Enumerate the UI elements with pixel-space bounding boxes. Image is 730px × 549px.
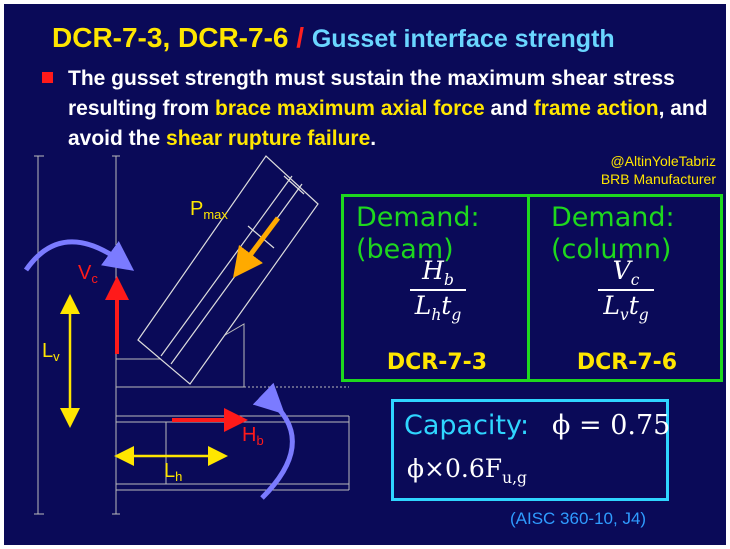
demand-beam-denominator: Lhtg — [410, 291, 466, 324]
demand-column-label-2: (column) — [551, 234, 672, 265]
demand-column-denominator: Lvtg — [598, 291, 654, 324]
lh-letter: L — [164, 460, 176, 482]
title-separator: / — [296, 22, 305, 53]
demand-column-numerator: Vc — [598, 256, 654, 289]
denominator-letter-1: L — [603, 291, 620, 320]
pmax-subscript: max — [203, 207, 228, 223]
demand-beam-label: Demand: (beam) — [356, 202, 480, 266]
slide-title: DCR-7-3, DCR-7-6 / Gusset interface stre… — [52, 22, 615, 54]
bullet-text-part: . — [370, 127, 377, 150]
denominator-letter-2: t — [628, 291, 639, 320]
capacity-phi: ϕ = 0.75 — [552, 410, 671, 441]
demand-column-label: Demand: (column) — [551, 202, 675, 266]
capacity-formula: ϕ×0.6Fu,g — [407, 454, 527, 487]
capacity-box — [391, 399, 669, 501]
numerator-letter: V — [612, 256, 631, 285]
code-reference: (AISC 360-10, J4) — [510, 509, 647, 528]
demand-box — [341, 194, 723, 382]
fraction-bar — [410, 289, 466, 291]
vc-subscript: c — [91, 271, 98, 287]
demand-beam-label-2: (beam) — [356, 234, 454, 265]
title-codes: DCR-7-3, DCR-7-6 — [52, 22, 289, 53]
bullet-marker — [42, 72, 53, 83]
lv-letter: L — [42, 340, 54, 362]
denominator-subscript-1: v — [619, 306, 629, 324]
beam-outline — [116, 386, 350, 491]
pmax-label: Pmax — [190, 198, 228, 222]
bullet-highlight: shear rupture failure — [166, 127, 371, 150]
hb-letter: H — [242, 424, 257, 446]
capacity-label: Capacity: — [404, 410, 530, 441]
numerator-letter: H — [422, 256, 444, 285]
title-subtitle: Gusset interface strength — [311, 25, 615, 53]
column-moment-arc — [23, 239, 135, 272]
column-outline — [34, 155, 120, 515]
dcr-7-3-label: DCR-7-3 — [386, 350, 488, 375]
slide: DCR-7-3, DCR-7-6 / Gusset interface stre… — [4, 4, 726, 545]
demand-beam-numerator: Hb — [410, 256, 466, 289]
lh-label: Lh — [164, 460, 182, 484]
brace — [137, 155, 319, 385]
hb-label: Hb — [242, 424, 264, 448]
lv-subscript: v — [53, 349, 60, 365]
capacity-formula-main: ϕ×0.6F — [407, 454, 503, 483]
credit-line-2: BRB Manufacturer — [600, 171, 716, 187]
fraction-bar — [598, 289, 654, 291]
connection-diagram — [23, 155, 350, 515]
demand-beam-label-1: Demand: — [356, 202, 480, 233]
denominator-letter-2: t — [441, 291, 452, 320]
denominator-letter-1: L — [414, 291, 432, 320]
vc-letter: V — [78, 262, 92, 284]
lv-label: Lv — [42, 340, 60, 364]
beam-moment-arc — [252, 382, 295, 500]
bullet-highlight: brace maximum axial force — [215, 97, 485, 120]
credit: @AltinYoleTabriz BRB Manufacturer — [601, 152, 716, 188]
vc-label: Vc — [78, 262, 98, 286]
hb-subscript: b — [256, 433, 264, 449]
bullet-text-part: The gusset strength must sustain the max… — [68, 67, 675, 120]
denominator-subscript-2: g — [451, 306, 462, 324]
bullet-highlight: frame action — [533, 97, 659, 120]
demand-column-label-1: Demand: — [551, 202, 675, 233]
denominator-subscript-2: g — [638, 306, 649, 324]
capacity-formula-subscript: u,g — [502, 469, 527, 487]
numerator-subscript: c — [630, 271, 640, 289]
demand-beam-fraction: Hb Lhtg — [410, 256, 466, 324]
numerator-subscript: b — [443, 271, 454, 289]
denominator-subscript-1: h — [431, 306, 442, 324]
pmax-arrow — [233, 216, 280, 278]
bullet-text: The gusset strength must sustain the max… — [68, 64, 718, 154]
dcr-7-6-label: DCR-7-6 — [576, 350, 678, 375]
bullet-text-part: , and avoid the — [68, 97, 708, 150]
demand-column-fraction: Vc Lvtg — [598, 256, 654, 324]
lh-subscript: h — [175, 469, 183, 485]
pmax-letter: P — [190, 198, 204, 220]
demand-divider — [527, 194, 530, 382]
bullet-text-part: and — [490, 97, 528, 120]
credit-line-1: @AltinYoleTabriz — [610, 153, 716, 169]
